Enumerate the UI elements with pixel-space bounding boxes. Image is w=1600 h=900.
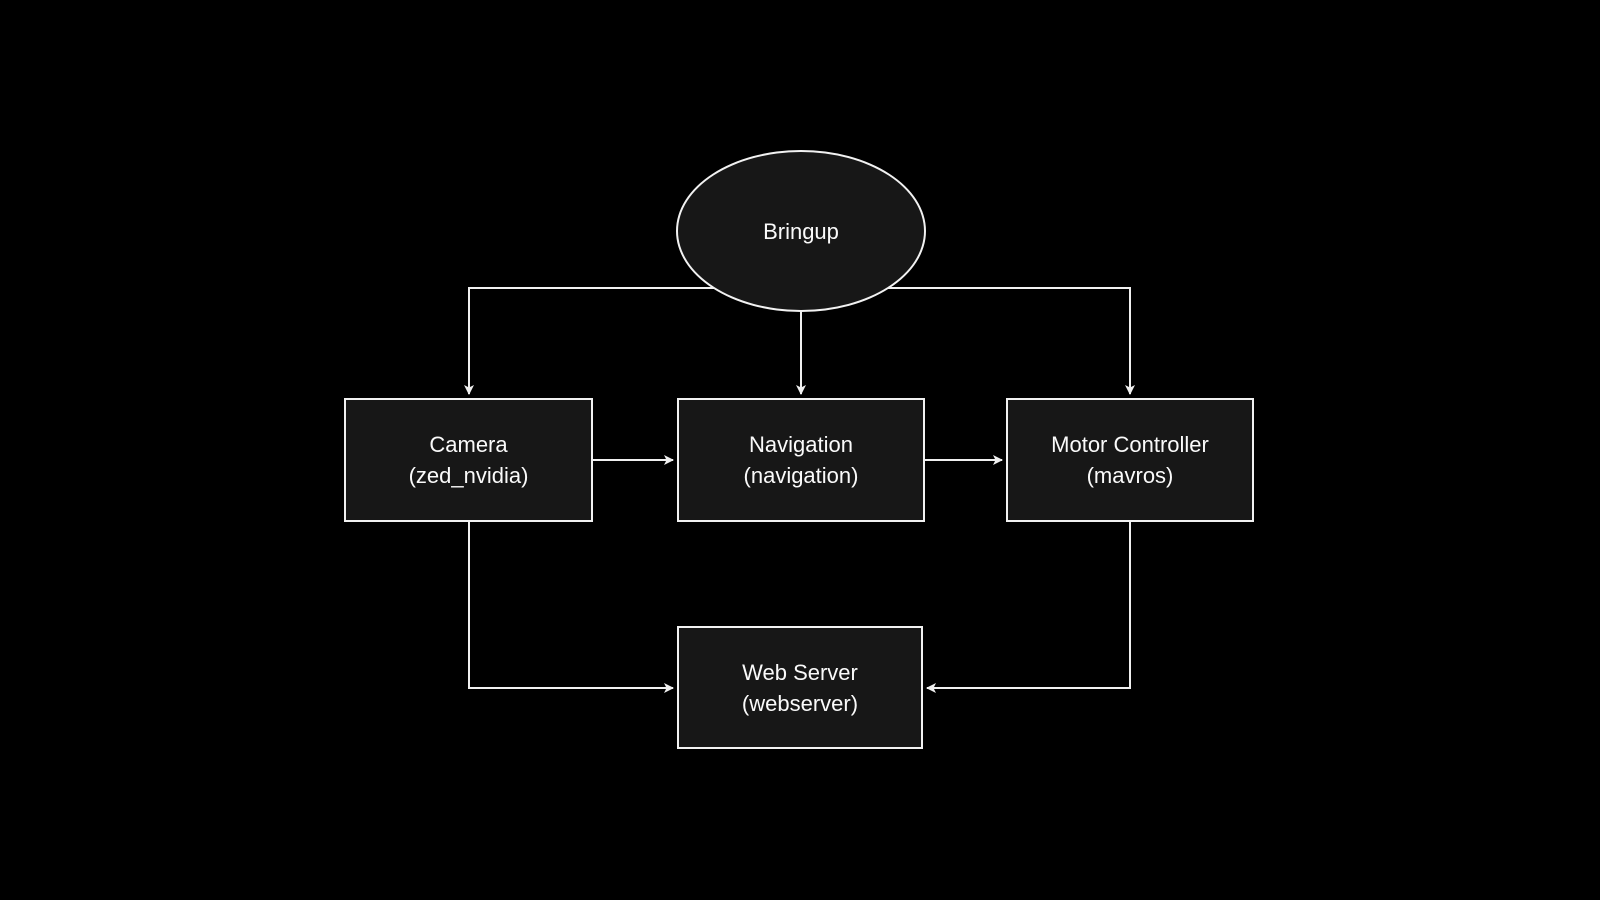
node-bringup-label: Bringup bbox=[763, 218, 839, 244]
node-webserver: Web Server (webserver) bbox=[677, 626, 923, 749]
node-navigation-label: Navigation bbox=[749, 432, 853, 457]
node-camera: Camera (zed_nvidia) bbox=[344, 398, 593, 522]
node-navigation-sublabel: (navigation) bbox=[743, 463, 859, 488]
node-camera-sublabel: (zed_nvidia) bbox=[408, 463, 529, 488]
node-webserver-label: Web Server bbox=[742, 659, 858, 685]
edge-camera-webserver bbox=[468, 522, 674, 693]
node-motor-controller-sublabel: (mavros) bbox=[1086, 463, 1174, 488]
edge-bringup-motor-controller bbox=[801, 287, 1135, 395]
node-bringup: Bringup bbox=[676, 150, 926, 312]
node-webserver-sublabel: (webserver) bbox=[741, 690, 859, 716]
node-motor-controller-label: Motor Controller bbox=[1051, 432, 1209, 457]
node-camera-label: Camera bbox=[429, 432, 508, 457]
edge-motor-controller-webserver bbox=[926, 522, 1131, 693]
edge-bringup-camera bbox=[464, 287, 801, 395]
node-motor-controller: Motor Controller (mavros) bbox=[1006, 398, 1254, 522]
node-navigation: Navigation (navigation) bbox=[677, 398, 925, 522]
